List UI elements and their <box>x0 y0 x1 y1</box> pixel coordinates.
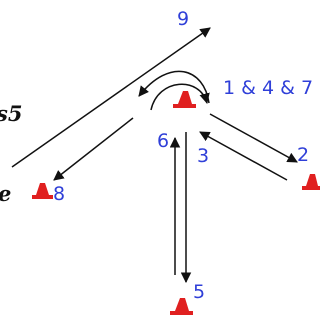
arrow-3 <box>199 131 288 181</box>
label-9: 9 <box>177 8 189 30</box>
label-3: 3 <box>197 145 209 167</box>
cone-bottom <box>170 298 193 315</box>
label-2: 2 <box>297 144 309 166</box>
arrow-9 <box>11 27 211 168</box>
label-5: 5 <box>193 281 205 303</box>
cone-left <box>32 183 53 199</box>
label-6: 6 <box>157 130 169 152</box>
cropped-text-top: s5 <box>0 101 22 126</box>
cone-top <box>173 91 196 108</box>
cropped-text-bottom: e <box>0 181 11 206</box>
curve-arrow-outer <box>138 70 210 104</box>
label-8: 8 <box>53 183 65 205</box>
cone-right <box>302 174 320 190</box>
arrow-8 <box>53 117 134 181</box>
arrow-2 <box>209 113 298 163</box>
label-1-4-7: 1 & 4 & 7 <box>223 77 313 99</box>
curve-arrow-inner <box>150 83 210 111</box>
